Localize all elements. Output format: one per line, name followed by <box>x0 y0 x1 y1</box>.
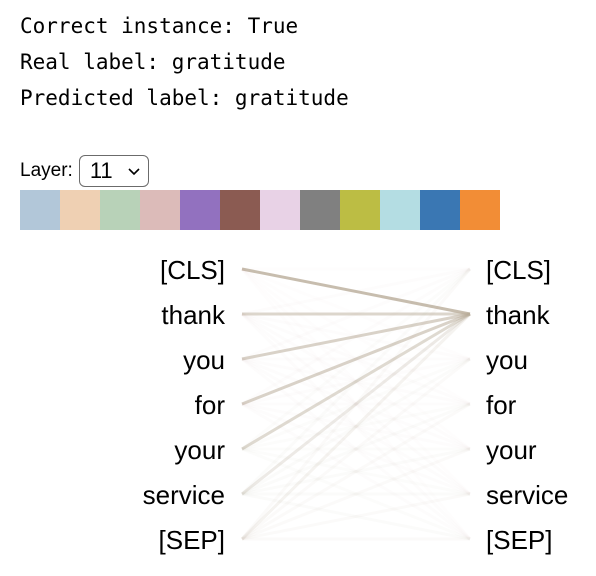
right-token[interactable]: for <box>486 390 517 420</box>
right-token[interactable]: thank <box>486 300 551 330</box>
layer-selector-row: Layer: 11 <box>20 155 149 187</box>
real-label-text: Real label: gratitude <box>20 50 286 74</box>
attention-line <box>241 357 471 541</box>
head-swatch-11[interactable] <box>420 190 460 230</box>
head-swatch-4[interactable] <box>140 190 180 230</box>
head-swatch-9[interactable] <box>340 190 380 230</box>
head-swatch-5[interactable] <box>180 190 220 230</box>
attention-line <box>241 402 471 541</box>
predicted-label-text: Predicted label: gratitude <box>20 86 349 110</box>
attention-line <box>240 267 472 496</box>
head-swatch-8[interactable] <box>300 190 340 230</box>
attention-line <box>241 447 471 541</box>
left-token[interactable]: thank <box>161 300 226 330</box>
head-swatch-3[interactable] <box>100 190 140 230</box>
head-color-swatches <box>20 190 500 230</box>
left-token[interactable]: [SEP] <box>159 525 225 555</box>
layer-select[interactable]: 11 <box>78 155 149 187</box>
head-swatch-12[interactable] <box>460 190 500 230</box>
right-token[interactable]: [SEP] <box>486 525 552 555</box>
head-swatch-6[interactable] <box>220 190 260 230</box>
right-token[interactable]: your <box>486 435 537 465</box>
right-token[interactable]: service <box>486 480 568 510</box>
attention-line <box>240 268 472 540</box>
attention-line <box>241 357 471 496</box>
attention-line <box>241 447 471 541</box>
left-token[interactable]: service <box>143 480 225 510</box>
left-token[interactable]: for <box>195 390 226 420</box>
attention-graph: [CLS] [CLS] thank thank you you for for your your… <box>143 255 569 555</box>
attention-line <box>241 357 471 451</box>
right-token[interactable]: you <box>486 345 528 375</box>
attention-line <box>241 312 471 361</box>
attention-line <box>241 312 471 451</box>
attention-line <box>241 267 471 316</box>
left-token[interactable]: [CLS] <box>160 255 225 285</box>
head-swatch-10[interactable] <box>380 190 420 230</box>
attention-line <box>241 312 471 496</box>
attention-line <box>240 312 472 541</box>
attention-line <box>241 402 471 451</box>
left-token[interactable]: you <box>183 345 225 375</box>
layer-select-value: 11 <box>89 158 113 183</box>
attention-line <box>241 447 471 496</box>
head-swatch-1[interactable] <box>20 190 60 230</box>
head-swatch-7[interactable] <box>260 190 300 230</box>
correct-instance-text: Correct instance: True <box>20 14 299 38</box>
attention-line <box>241 267 471 451</box>
right-token[interactable]: [CLS] <box>486 255 551 285</box>
attention-line <box>241 492 471 541</box>
head-swatch-2[interactable] <box>60 190 100 230</box>
attention-line <box>241 492 471 541</box>
attention-line <box>241 312 471 406</box>
attention-line <box>241 447 471 496</box>
attention-line <box>241 402 471 496</box>
chevron-down-icon <box>128 168 140 176</box>
attention-lines <box>240 267 472 541</box>
left-token[interactable]: your <box>174 435 225 465</box>
layer-label: Layer: <box>20 160 73 181</box>
